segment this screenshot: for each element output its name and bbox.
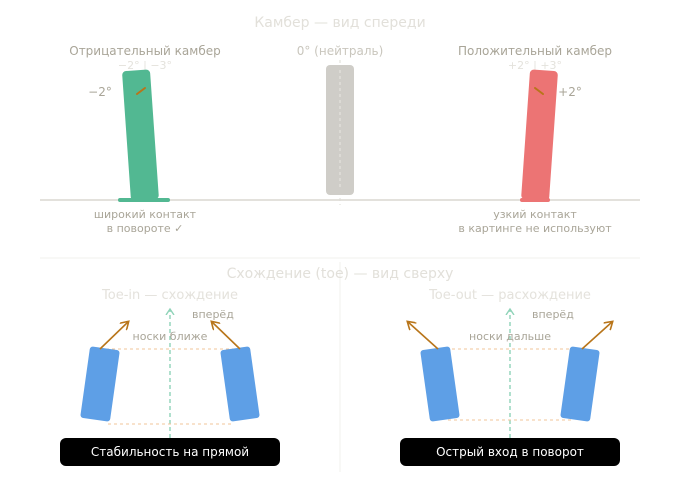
toe-in-left-direction-arrow bbox=[99, 322, 128, 350]
toe-in-left-wheel bbox=[80, 346, 120, 422]
negative-camber-angle-indicator bbox=[136, 87, 146, 95]
positive-camber-wheel bbox=[521, 69, 558, 201]
camber-title: Камбер — вид спереди bbox=[254, 15, 425, 31]
toe-out-forward-label: вперёд bbox=[532, 308, 574, 321]
positive-camber-angle-indicator bbox=[534, 87, 544, 95]
negative-camber-label: Отрицательный камбер bbox=[69, 44, 220, 58]
positive-camber-caption-1: узкий контакт bbox=[493, 208, 577, 221]
negative-camber-wheel bbox=[122, 69, 159, 201]
toe-out-note: носки дальше bbox=[469, 330, 551, 343]
negative-camber-caption-1: широкий контакт bbox=[94, 208, 197, 221]
positive-camber-angle: +2° bbox=[558, 85, 582, 99]
toe-out-badge: Острый вход в поворот bbox=[400, 438, 620, 466]
toe-in-title: Toe-in — схождение bbox=[101, 288, 238, 303]
toe-out-title: Toe-out — расхождение bbox=[428, 288, 591, 303]
toe-out-left-direction-arrow bbox=[408, 322, 439, 350]
toe-in-right-wheel bbox=[220, 346, 260, 422]
toe-in-right-direction-arrow bbox=[212, 322, 241, 350]
negative-camber-faint-label: −2° | −3° bbox=[118, 59, 172, 72]
negative-camber-angle: −2° bbox=[88, 85, 112, 99]
toe-in-badge: Стабильность на прямой bbox=[60, 438, 280, 466]
toe-title: Схождение (toe) — вид сверху bbox=[227, 266, 454, 282]
toe-out-right-wheel bbox=[560, 346, 600, 422]
negative-camber-caption-2: в повороте ✓ bbox=[107, 222, 184, 235]
positive-camber-label: Положительный камбер bbox=[458, 44, 612, 58]
positive-camber-faint-label: +2° | +3° bbox=[508, 59, 562, 72]
toe-out-right-direction-arrow bbox=[581, 322, 612, 350]
toe-out-left-wheel bbox=[420, 346, 460, 422]
toe-in-note: носки ближе bbox=[133, 330, 208, 343]
toe-in-forward-label: вперёд bbox=[192, 308, 234, 321]
positive-camber-caption-2: в картинге не используют bbox=[458, 222, 612, 235]
neutral-camber-label: 0° (нейтраль) bbox=[297, 44, 384, 58]
